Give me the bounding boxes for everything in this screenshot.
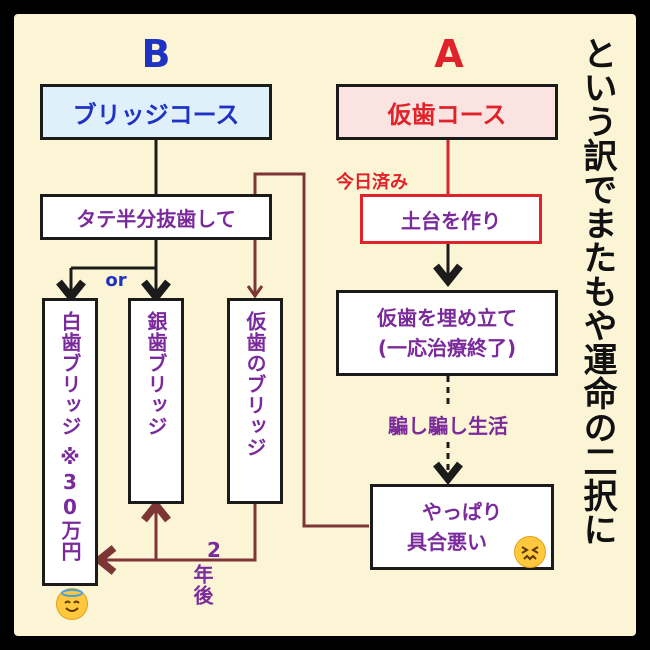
silver-bridge-box: 銀歯ブリッジ xyxy=(128,298,184,504)
temp-course-label: 仮歯コース xyxy=(387,100,507,129)
temp-course-box: 仮歯コース xyxy=(336,84,558,140)
white-bridge-label: 白歯ブリッジ xyxy=(58,311,82,437)
bridge-course-box: ブリッジコース xyxy=(40,84,272,140)
temp-filling-box: 仮歯を埋め立て (一応治療終了) xyxy=(336,290,558,376)
years-number: 2 xyxy=(207,538,221,562)
after-all-line2: 具合悪い xyxy=(407,530,487,554)
manage-label: 騙し騙し生活 xyxy=(358,410,538,439)
extract-step-label: タテ半分抜歯して xyxy=(76,206,236,231)
white-bridge-price-label: ※30万円 xyxy=(58,445,82,562)
after-all-line1: やっぱり xyxy=(422,500,502,524)
extract-step-box: タテ半分抜歯して xyxy=(40,194,272,240)
confounded-face-icon xyxy=(514,536,546,568)
comic-panel: B ブリッジコース タテ半分抜歯して or 白歯ブリッジ ※30万円 銀歯ブリッ… xyxy=(14,14,636,636)
temp-bridge-label: 仮歯のブリッジ xyxy=(243,311,267,458)
side-narration: という訳でまたもや運命の二択に xyxy=(577,36,617,546)
temp-filling-line2: (一応治療終了) xyxy=(377,336,517,360)
column-a-letter: A xyxy=(434,32,464,76)
base-step-label: 土台を作り xyxy=(401,208,501,233)
years-suffix: 年後 xyxy=(190,564,214,606)
silver-bridge-label: 銀歯ブリッジ xyxy=(144,311,168,437)
smiling-face-with-halo-icon xyxy=(56,588,88,620)
base-step-box: 土台を作り xyxy=(360,194,542,244)
bridge-course-label: ブリッジコース xyxy=(72,100,240,129)
after-all-box: やっぱり 具合悪い xyxy=(370,484,554,570)
white-bridge-box: 白歯ブリッジ ※30万円 xyxy=(42,298,98,586)
or-label: or xyxy=(105,270,127,291)
today-done-label: 今日済み xyxy=(336,172,408,193)
temp-bridge-box: 仮歯のブリッジ xyxy=(227,298,283,504)
column-b-letter: B xyxy=(141,32,171,76)
temp-filling-line1: 仮歯を埋め立て xyxy=(377,306,517,330)
